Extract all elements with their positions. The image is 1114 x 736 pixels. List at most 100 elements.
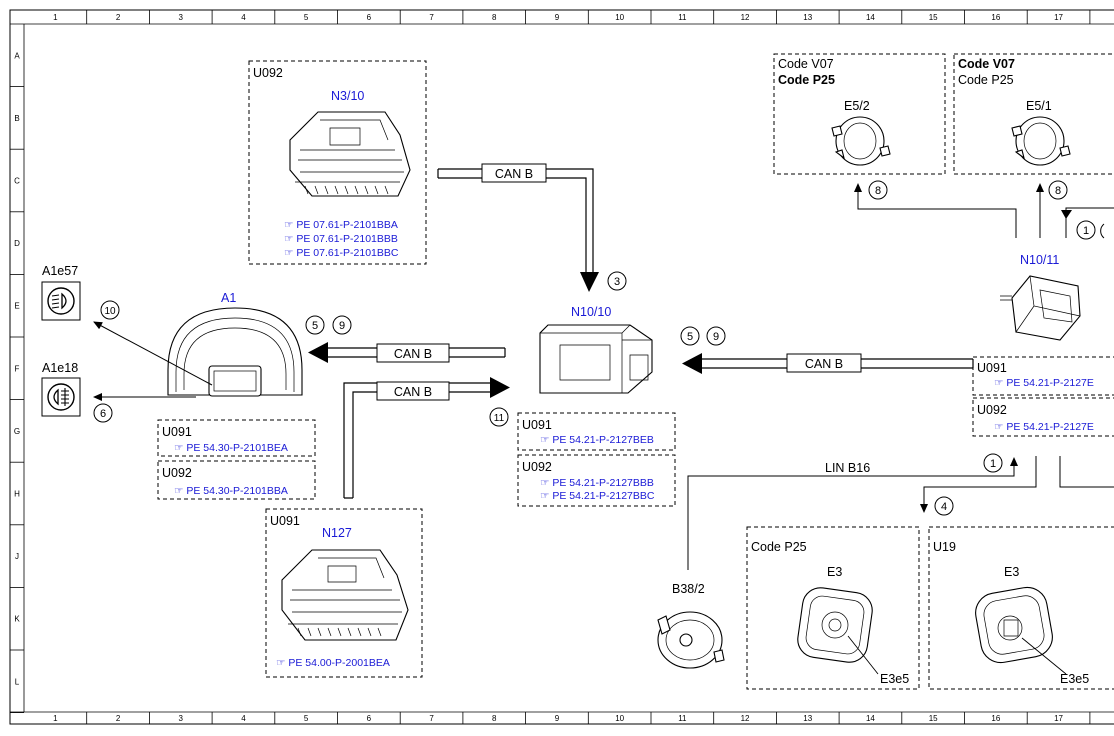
sensor-image <box>657 611 725 669</box>
grid-column-label: 6 <box>367 714 372 723</box>
component-a1e57[interactable]: A1e57 <box>41 264 81 321</box>
component-e5-2[interactable]: Code V07 Code P25 E5/2 <box>773 53 946 175</box>
grid-column-label: 16 <box>991 714 1000 723</box>
grid-frame: 1122334455667788991010111112121313141415… <box>9 9 1114 725</box>
variant-label: U19 <box>933 540 956 554</box>
variant-label: U091 <box>977 361 1007 375</box>
svg-text:9: 9 <box>339 320 345 332</box>
reference-link[interactable]: ☞ PE 54.00-P-2001BEA <box>276 657 390 669</box>
can-bus-left-upper: CAN B <box>308 342 506 363</box>
component-n10-10[interactable]: N10/10 U091 ☞ PE 54.21-P-2127BEB U092 ☞ … <box>517 305 676 507</box>
reference-link[interactable]: ☞ PE 54.21-P-2127BEB <box>540 434 654 446</box>
reference-link[interactable]: ☞ PE 54.21-P-2127BBB <box>540 477 654 489</box>
component-a1[interactable]: A1 U091 ☞ PE 54.30-P-2101BEA U092 ☞ PE 5… <box>157 291 316 500</box>
grid-column-label: 15 <box>929 13 938 22</box>
component-label: E5/1 <box>1026 99 1052 113</box>
component-label: A1e57 <box>42 264 78 278</box>
svg-text:3: 3 <box>614 276 620 288</box>
grid-column-label: 15 <box>929 714 938 723</box>
can-b-label: CAN B <box>805 357 843 371</box>
grid-row-label: L <box>15 677 20 686</box>
code-label: Code V07 <box>778 57 834 71</box>
callout-10: 10 <box>100 300 120 320</box>
grid-row-label: F <box>15 364 20 373</box>
reference-link[interactable]: ☞ PE 54.30-P-2101BEA <box>174 442 288 454</box>
variant-box-u092 <box>248 60 427 265</box>
component-a1e18[interactable]: A1e18 <box>41 361 81 417</box>
grid-row-label: B <box>14 114 19 123</box>
component-label: N127 <box>322 526 352 540</box>
grid-row-label: H <box>14 490 20 499</box>
grid-column-label: 9 <box>555 13 560 22</box>
svg-text:☞ PE 07.61-P-2101BBC: ☞ PE 07.61-P-2101BBC <box>284 247 399 259</box>
instrument-cluster-image <box>167 307 303 397</box>
fog-light-rear-icon <box>47 383 75 411</box>
grid-column-label: 13 <box>803 714 812 723</box>
grid-row-label: G <box>14 427 20 436</box>
component-e3-p25[interactable]: Code P25 E3 E3e5 <box>746 526 920 690</box>
callout-partial <box>1100 223 1105 239</box>
reference-link[interactable]: ☞ PE 54.21-P-2127BBC <box>540 490 655 502</box>
grid-column-label: 4 <box>241 13 246 22</box>
variant-label: U091 <box>270 514 300 528</box>
callout-9: 9 <box>332 315 352 335</box>
component-n10-11[interactable]: N10/11 U091 ☞ PE 54.21-P-2127E U092 ☞ PE… <box>972 253 1114 437</box>
component-n127[interactable]: U091 N127 ☞ PE 54.00-P-2001BEA <box>265 508 423 678</box>
code-label: Code P25 <box>958 73 1014 87</box>
component-b38-2[interactable]: B38/2 <box>657 582 725 669</box>
grid-column-label: 8 <box>492 13 497 22</box>
component-label: E3 <box>1004 565 1019 579</box>
variant-box <box>773 53 946 175</box>
variant-box-u092 <box>157 460 316 500</box>
can-b-label: CAN B <box>495 167 533 181</box>
grid-column-label: 5 <box>304 13 309 22</box>
component-e3-u19[interactable]: U19 E3 E3e5 <box>928 526 1114 690</box>
lin-b16-label: LIN B16 <box>825 461 870 475</box>
reference-list: ☞ PE 07.61-P-2101BBA ☞ PE 07.61-P-2101BB… <box>284 219 399 259</box>
callout-9: 9 <box>706 326 726 346</box>
reference-link[interactable]: ☞ PE 54.30-P-2101BBA <box>174 485 288 497</box>
grid-column-label: 3 <box>179 13 184 22</box>
svg-text:6: 6 <box>100 408 106 420</box>
callout-5: 5 <box>680 326 700 346</box>
grid-column-label: 2 <box>116 13 121 22</box>
component-n3-10[interactable]: U092 N3/10 ☞ PE 07.61-P-2101BBA ☞ PE 07.… <box>248 60 427 265</box>
variant-box-u091 <box>157 419 316 457</box>
svg-text:8: 8 <box>1055 185 1061 197</box>
reference-link[interactable]: ☞ PE 54.21-P-2127E <box>994 421 1094 433</box>
grid-column-label: 9 <box>555 714 560 723</box>
grid-row-label: J <box>15 552 19 561</box>
control-unit-image <box>289 111 411 197</box>
reference-link[interactable]: ☞ PE 54.21-P-2127E <box>994 377 1094 389</box>
component-e5-1[interactable]: Code V07 Code P25 E5/1 <box>953 53 1114 175</box>
svg-text:5: 5 <box>312 320 318 332</box>
variant-label: U091 <box>522 418 552 432</box>
grid-column-label: 3 <box>179 714 184 723</box>
variant-box-u092 <box>517 454 676 507</box>
component-label: E3 <box>827 565 842 579</box>
callout-6: 6 <box>93 403 113 423</box>
callout-1: 1 <box>1076 220 1096 240</box>
callout-8: 8 <box>868 180 888 200</box>
code-label: Code V07 <box>958 57 1015 71</box>
component-label: N10/11 <box>1020 253 1059 267</box>
callout-markers: 3 10 6 5 9 11 5 9 8 8 1 1 4 <box>93 180 1105 516</box>
grid-column-label: 14 <box>866 714 875 723</box>
svg-text:5: 5 <box>687 331 693 343</box>
signal-wires-e5 <box>854 183 1114 238</box>
control-panel-image <box>797 587 873 663</box>
svg-text:11: 11 <box>494 413 505 424</box>
grid-column-label: 17 <box>1054 714 1063 723</box>
svg-text:1: 1 <box>990 458 996 470</box>
variant-label: U092 <box>253 66 283 80</box>
variant-box-u19 <box>928 526 1114 690</box>
grid-column-label: 11 <box>678 714 687 723</box>
grid-column-label: 7 <box>429 714 434 723</box>
can-bus-right: CAN B <box>682 353 974 374</box>
lamp-image <box>831 116 891 166</box>
svg-text:9: 9 <box>713 331 719 343</box>
grid-row-label: C <box>14 177 20 186</box>
grid-row-label: K <box>14 615 20 624</box>
callout-3: 3 <box>607 271 627 291</box>
variant-label: U092 <box>977 403 1007 417</box>
